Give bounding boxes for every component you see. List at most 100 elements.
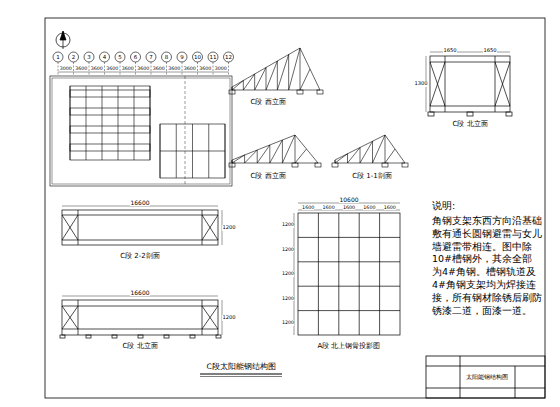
footing (60, 335, 65, 338)
axis-number: 5 (118, 54, 122, 60)
truss-diagonal (385, 149, 395, 163)
view-title: C段 北立面 (452, 120, 487, 128)
stroke (445, 56, 446, 112)
dimension: 1200 (282, 271, 294, 277)
stroke (202, 300, 203, 335)
dimension: 3600 (184, 66, 196, 72)
stroke (495, 62, 510, 106)
footing (112, 335, 117, 338)
panel-row (70, 144, 150, 151)
grid-line (176, 124, 177, 178)
truss-vertical (282, 140, 283, 163)
stroke (430, 62, 445, 106)
dimension: 3600 (91, 66, 103, 72)
dimension: 1200 (282, 222, 294, 228)
view-title: C段 1-1剖面 (352, 172, 392, 180)
axis-line (213, 62, 214, 76)
grid-line (318, 213, 319, 335)
dimension: 1650 (443, 48, 456, 54)
axis-bubble (162, 52, 172, 62)
truss-diagonal (277, 55, 288, 91)
view-title: C段太阳能钢结构图 (206, 363, 275, 372)
dimension: 16600 (130, 200, 149, 207)
truss-vertical (288, 55, 289, 91)
stroke (50, 76, 232, 186)
grid-line (225, 124, 226, 178)
truss-diagonal (245, 150, 258, 163)
axis-bubble (224, 52, 234, 62)
truss-vertical (269, 145, 270, 163)
title-block-text: 太阳能钢结构图 (466, 374, 508, 380)
truss-diagonal (232, 81, 243, 91)
axis-number: 9 (180, 54, 184, 60)
axis-number: 3 (87, 54, 91, 60)
axis-bubble (53, 52, 63, 62)
footing (292, 163, 298, 167)
stroke (430, 56, 510, 112)
dimension: 1600 (363, 205, 375, 211)
dimension: 3600 (106, 66, 118, 72)
stroke (298, 213, 400, 335)
stroke (202, 215, 218, 240)
stroke (185, 76, 186, 186)
grid-line (298, 310, 400, 311)
dimension: 1200 (282, 247, 294, 253)
stroke (78, 300, 79, 335)
panel-row (70, 90, 150, 97)
dimension: 3000 (215, 66, 227, 72)
footing (216, 335, 221, 338)
stroke (495, 56, 496, 112)
axis-bubble (177, 52, 187, 62)
dimension: 3600 (199, 66, 211, 72)
truss-diagonal (266, 61, 277, 90)
stroke (430, 62, 510, 63)
truss-vertical (243, 81, 244, 91)
axis-bubble (69, 52, 79, 62)
truss-diagonal (348, 148, 361, 164)
footing (332, 163, 338, 167)
dimension: 3000 (60, 66, 72, 72)
axis-number: 11 (210, 54, 217, 60)
stroke (62, 306, 78, 329)
grid-line (298, 237, 400, 238)
footing (86, 335, 91, 338)
axis-number: 7 (149, 54, 153, 60)
view-title: C段 西立面 (250, 172, 285, 180)
bottom-chord (335, 163, 405, 164)
footing (164, 335, 169, 338)
view-title: C段 2-2剖面 (120, 252, 160, 260)
stroke (160, 124, 225, 178)
stroke (62, 306, 78, 329)
stroke (430, 106, 510, 107)
truss-vertical (372, 141, 373, 163)
axis-line (104, 62, 105, 76)
top-chord (232, 135, 318, 163)
stroke (200, 376, 282, 377)
axis-bubble (193, 52, 203, 62)
stroke (60, 31, 66, 40)
axis-number: 12 (225, 54, 232, 60)
sheet-frame (45, 18, 545, 398)
footing (297, 90, 303, 94)
axis-number: 8 (165, 54, 169, 60)
stroke (428, 112, 434, 116)
a-section-grid (294, 203, 400, 335)
stroke (467, 112, 473, 116)
stroke (506, 112, 512, 116)
axis-line (73, 62, 74, 76)
truss-diagonal (232, 155, 245, 163)
axis-number: 1 (56, 54, 60, 60)
footing (138, 335, 143, 338)
truss-vertical (277, 61, 278, 90)
stroke (52, 78, 230, 184)
stroke (45, 18, 545, 398)
dimension: 1600 (322, 205, 334, 211)
panel-row (70, 108, 150, 115)
truss-diagonal (335, 154, 348, 163)
stroke (62, 306, 218, 307)
axis-bubbles (53, 52, 234, 76)
dimension: 1200 (282, 296, 294, 302)
view-title: C段 西立面 (250, 98, 285, 106)
note-text: 角钢支架东西方向沿基础敷有通长圆钢避雷与女儿墙避雷带相连。图中除10#槽钢外，其… (432, 215, 542, 318)
